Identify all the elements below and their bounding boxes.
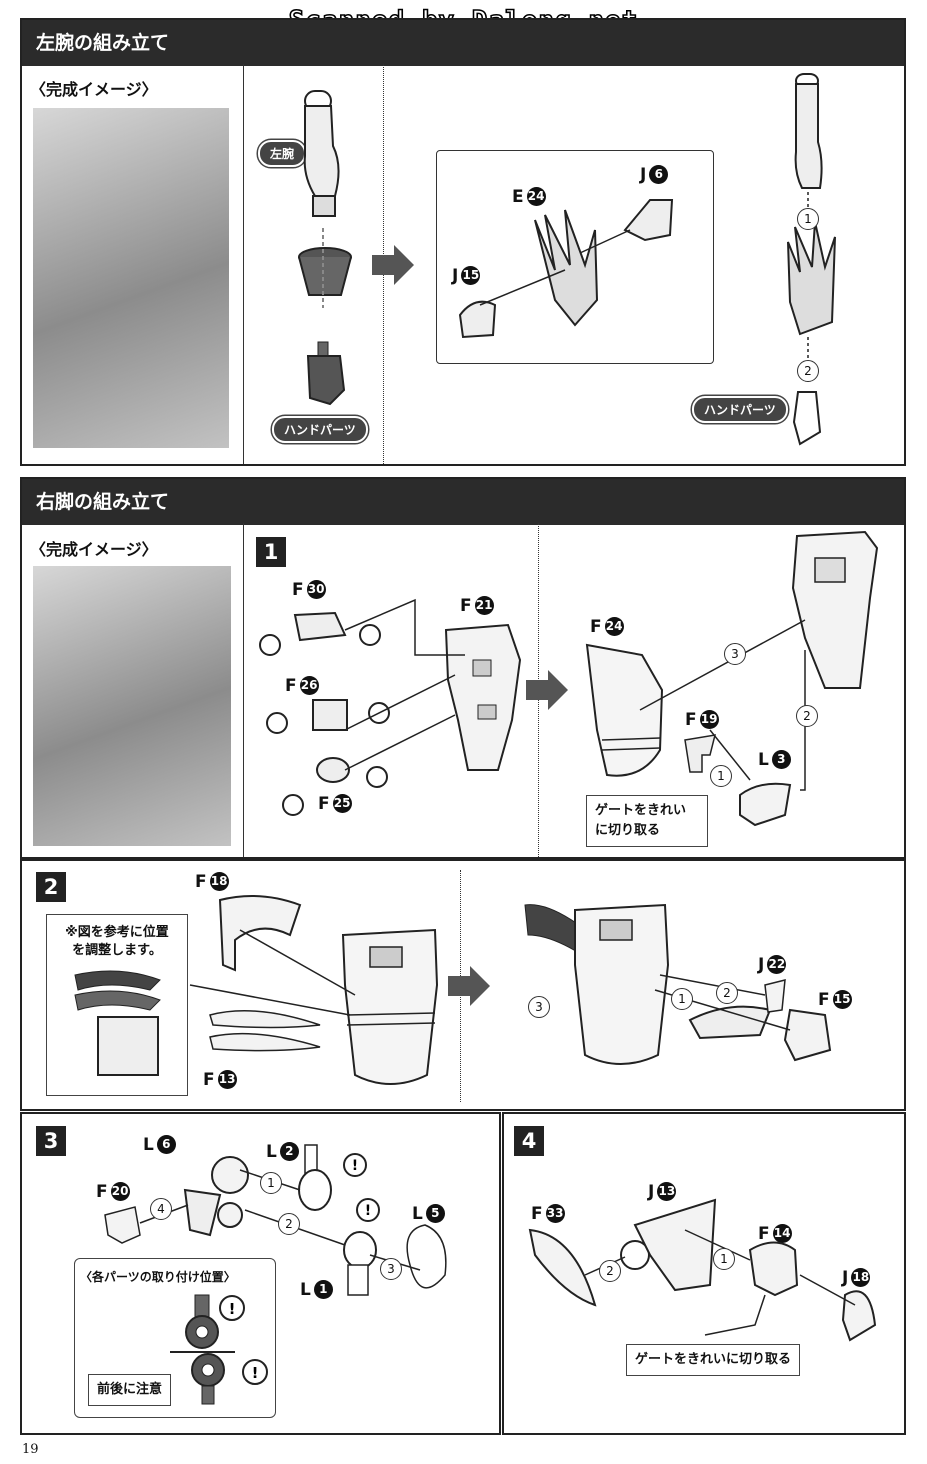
step-marker-2: 2 [599, 1260, 621, 1282]
f24-shin-cover-illustration [585, 643, 664, 777]
hand-callout-right: ハンドパーツ [692, 396, 788, 423]
page-number: 19 [22, 1442, 39, 1457]
step-number-4: 4 [514, 1126, 544, 1156]
step-marker-3: 3 [528, 996, 550, 1018]
step-marker-3: 3 [724, 643, 746, 665]
hand-callout: ハンドパーツ [272, 416, 368, 443]
f21-shin-frame-illustration [444, 623, 522, 771]
assembled-shin-illustration [791, 530, 879, 689]
step-marker-2: 2 [797, 360, 819, 382]
cup-part-illustration [458, 300, 497, 339]
step2-shin-assembly-illustration [341, 928, 439, 1085]
left-arm-title: 左腕の組み立て [22, 20, 904, 66]
caution-front-back-note: 前後に注意 [88, 1374, 172, 1406]
arrow-down [322, 228, 324, 308]
step2-connector-lines [189, 929, 356, 1016]
completion-image-label: 〈完成イメージ〉 [30, 540, 158, 559]
step-number-2: 2 [36, 872, 66, 902]
svg-text:!: ! [365, 1203, 371, 1219]
gate-cut-note-step4: ゲートをきれいに切り取る [626, 1344, 801, 1376]
gate-cut-note-line2: に切り取る [595, 823, 661, 838]
step-marker-1: 1 [710, 765, 732, 787]
assembly-lines [479, 229, 631, 306]
step-marker-1: 1 [713, 1248, 735, 1270]
gate-cut-note: ゲートをきれい に切り取る [586, 795, 708, 847]
wrist-cup-illustration [298, 247, 352, 296]
flow-arrow-right [448, 966, 490, 1006]
clip-part-illustration [623, 199, 674, 242]
attachment-position-diagram: ! ! [170, 1294, 268, 1405]
hand-part-illustration [306, 341, 346, 406]
step-marker-2: 2 [796, 705, 818, 727]
flow-arrow-right [372, 245, 414, 285]
flow-arrow-right [526, 670, 568, 710]
attachment-position-label: 〈各パーツの取り付け位置〉 [80, 1270, 236, 1284]
step-number-1: 1 [256, 537, 286, 567]
step-marker-2: 2 [278, 1213, 300, 1235]
divider [243, 523, 244, 857]
completion-photo-left-arm [33, 108, 229, 448]
step1b-connector-lines [639, 619, 806, 791]
f13-feather-blades-illustration [209, 1010, 321, 1052]
f19-clip-illustration [684, 734, 717, 773]
divider [243, 64, 244, 464]
step2-knee-parts-illustration [654, 974, 832, 1062]
step4-ankle-parts-illustration [528, 1198, 877, 1342]
step-marker-1: 1 [671, 988, 693, 1010]
svg-text:!: ! [229, 1300, 236, 1318]
svg-text:!: ! [252, 1364, 259, 1382]
completion-photo-right-leg [33, 566, 231, 846]
step-marker-2: 2 [716, 982, 738, 1004]
step-marker-1: 1 [797, 208, 819, 230]
arm-callout: 左腕 [258, 140, 307, 167]
l3-knee-armor-illustration [739, 782, 792, 827]
feather-position-reference-illustration [74, 970, 161, 1076]
position-adjust-note-line1: ※図を参考に位置 [65, 925, 169, 940]
completion-image-label: 〈完成イメージ〉 [30, 80, 158, 99]
step2-result-illustration [524, 903, 670, 1065]
step1-small-parts-illustration [259, 611, 390, 816]
wing-armor-illustration [534, 209, 599, 327]
right-leg-title: 右脚の組み立て [22, 479, 904, 525]
step-marker-1: 1 [260, 1172, 282, 1194]
gate-cut-note-line1: ゲートをきれい [595, 803, 687, 818]
step-number-3: 3 [36, 1126, 66, 1156]
svg-text:!: ! [352, 1158, 358, 1174]
arm-part-illustration [303, 90, 340, 217]
f18-armor-piece-illustration [218, 895, 302, 972]
step1-connector-lines [344, 598, 465, 771]
step-marker-4: 4 [150, 1198, 172, 1220]
assembled-arm-illustration [787, 73, 836, 446]
position-adjust-note: ※図を参考に位置 を調整します。 [52, 924, 182, 960]
step-marker-3: 3 [380, 1258, 402, 1280]
position-adjust-note-line2: を調整します。 [72, 943, 162, 958]
